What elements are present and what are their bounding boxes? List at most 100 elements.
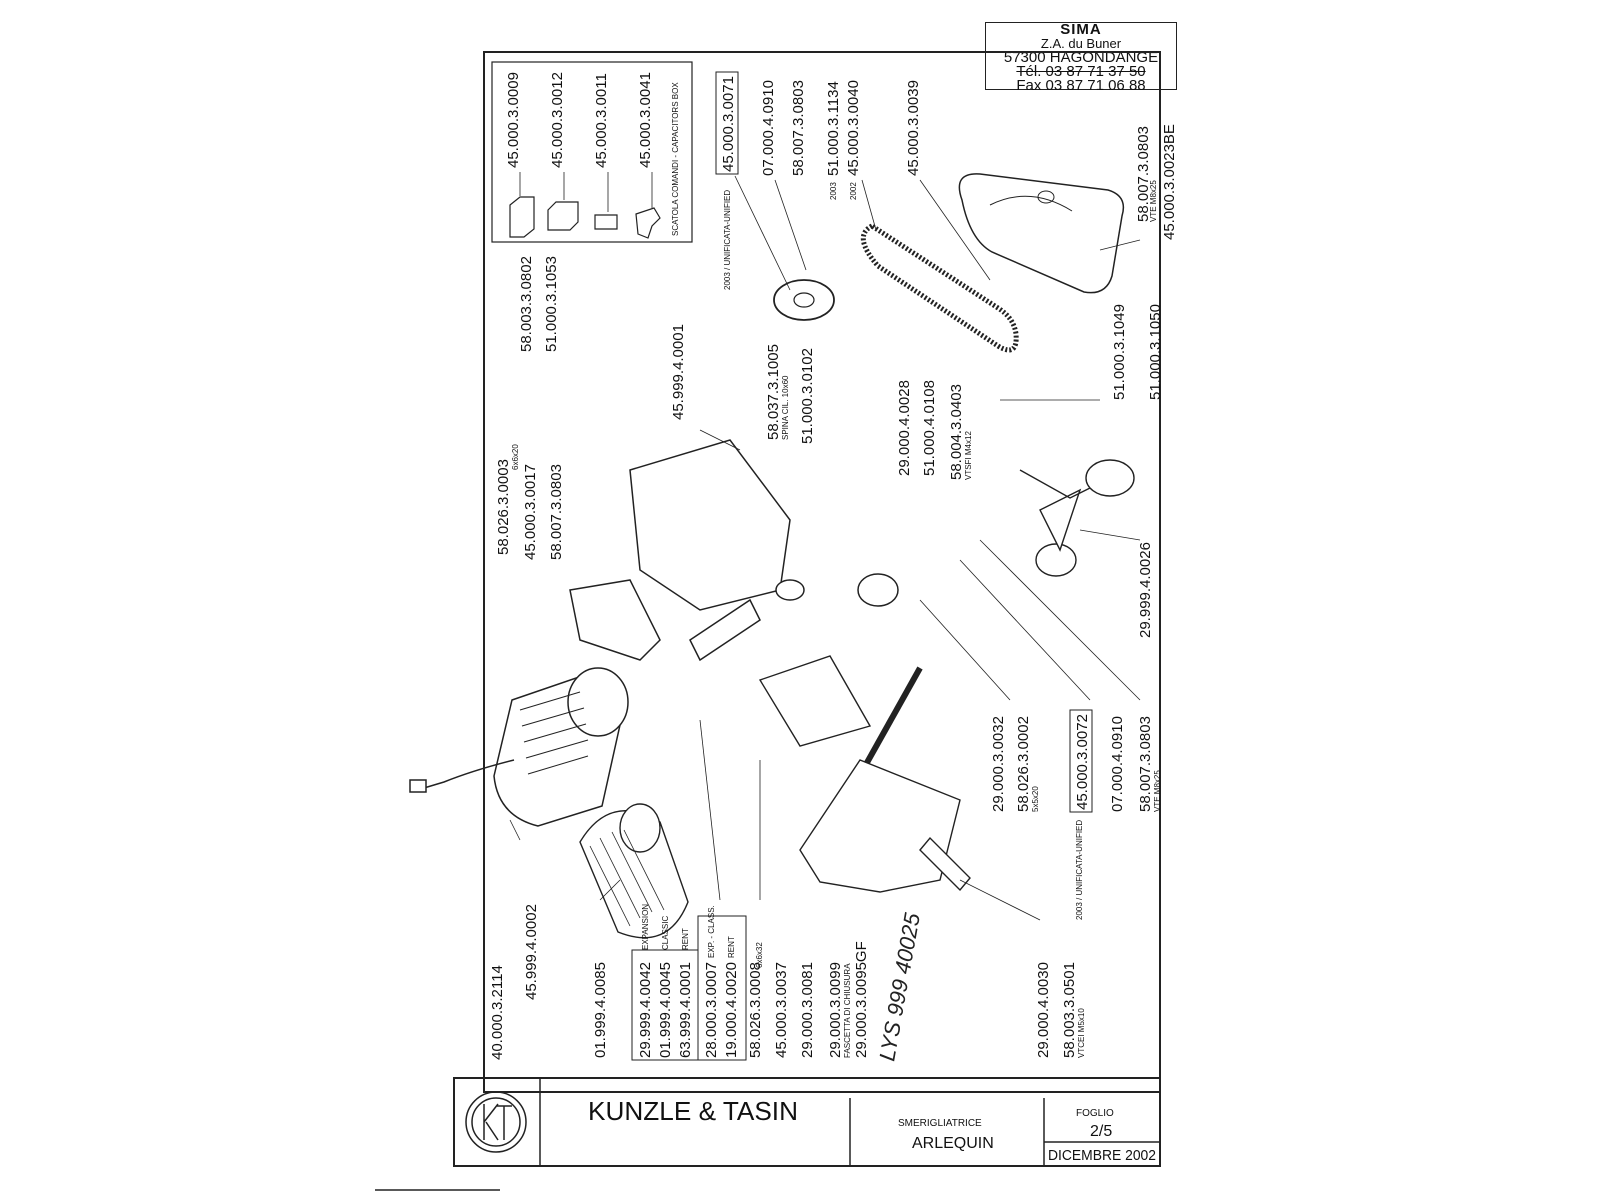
label-58.003.3.0802: 58.003.3.0802 [518, 256, 535, 352]
note-vtsfi: VTSFI M4x12 [964, 431, 973, 480]
label-07.000.4.0910-right: 07.000.4.0910 [1109, 716, 1126, 812]
label-01.999.4.0085: 01.999.4.0085 [592, 962, 609, 1058]
table-frame-body [799, 759, 961, 893]
note-6x6x32: 6x6x32 [755, 942, 764, 968]
stamp-line1: Z.A. du Buner [1040, 36, 1122, 51]
capacitors-box-parts [509, 196, 661, 239]
tension-wheel-bottom [1035, 543, 1077, 577]
capacitor-part-3 [594, 214, 618, 230]
label-45.000.3.0037: 45.000.3.0037 [773, 962, 790, 1058]
label-58.007.3.0803-right: 58.007.3.0803 [1135, 126, 1152, 222]
motor-fins [519, 691, 589, 775]
motor-plug [409, 779, 427, 793]
leader-12 [509, 819, 521, 841]
year-2003: 2003 [829, 182, 838, 200]
cap-part-4: 45.000.3.0041 [637, 72, 654, 168]
label-58.026.3.0008: 58.026.3.0008 [747, 962, 764, 1058]
leader-14 [699, 719, 721, 901]
cap-part-3: 45.000.3.0011 [593, 73, 610, 168]
label-45.999.4.0001: 45.999.4.0001 [670, 324, 687, 420]
stamp-line3: Tél. 03 87 71 37 50 [1016, 63, 1146, 80]
leader-11 [979, 539, 1141, 701]
leader-10 [959, 559, 1091, 701]
note-classic: CLASSIC [661, 916, 670, 950]
stamp-name: SIMA [1060, 21, 1102, 38]
capacitor-leader-lines [519, 172, 653, 212]
cap-part-2: 45.000.3.0012 [549, 72, 566, 168]
title-company: KUNZLE & TASIN [588, 1096, 798, 1126]
label-40.000.3.2114: 40.000.3.2114 [489, 965, 506, 1060]
label-45.000.3.0039: 45.000.3.0039 [905, 80, 922, 176]
label-29.999.4.0042: 29.999.4.0042 [637, 962, 654, 1058]
drive-pulley [773, 279, 835, 321]
title-machine-name: ARLEQUIN [912, 1135, 994, 1152]
capacitor-part-2 [547, 201, 579, 231]
logo-monogram [483, 1103, 512, 1141]
label-58.007.3.0803-mid: 58.007.3.0803 [548, 464, 565, 560]
logo-inner-circle [471, 1097, 521, 1147]
leader-1 [734, 175, 791, 291]
label-28.000.3.0007: 28.000.3.0007 [703, 962, 720, 1058]
label-51.000.3.1134: 51.000.3.1134 [825, 81, 842, 176]
leader-3 [861, 179, 877, 231]
label-51.000.3.1050: 51.000.3.1050 [1147, 304, 1164, 400]
label-45.000.3.0071: 45.000.3.0071 [720, 76, 737, 172]
note-6x6x20: 6x6x20 [511, 444, 520, 470]
label-29.000.4.0028: 29.000.4.0028 [896, 380, 913, 476]
title-date: DICEMBRE 2002 [1048, 1147, 1156, 1164]
note-rent-c5: RENT [727, 936, 736, 958]
title-block-frame [453, 1077, 1161, 1167]
frame-tensioner [689, 598, 761, 662]
label-29.999.4.0026: 29.999.4.0026 [1137, 542, 1154, 638]
label-58.007.3.0803-lower: 58.007.3.0803 [1137, 716, 1154, 812]
note-vte-m8x25-top: VTE M8x25 [1149, 180, 1158, 222]
label-58.037.3.1005: 58.037.3.1005 [765, 344, 782, 440]
company-logo [465, 1091, 527, 1153]
drum-body [579, 810, 689, 939]
label-45.000.3.0023BE: 45.000.3.0023BE [1161, 124, 1178, 240]
drive-belt [860, 223, 1019, 353]
stamp-line4: Fax 03 87 71 06 88 [1016, 77, 1146, 94]
label-58.003.3.0501: 58.003.3.0501 [1061, 962, 1078, 1058]
frame-side-plate [569, 579, 661, 661]
label-45.000.3.0017: 45.000.3.0017 [522, 464, 539, 560]
title-sheet-label: FOGLIO [1076, 1108, 1114, 1119]
year-2002: 2002 [849, 182, 858, 200]
label-51.000.3.0102: 51.000.3.0102 [799, 348, 816, 444]
label-45.000.3.0072: 45.000.3.0072 [1074, 714, 1091, 810]
box-variants-c5 [697, 915, 747, 1061]
label-19.000.4.0020: 19.000.4.0020 [723, 962, 740, 1058]
label-07.000.4.0910-top: 07.000.4.0910 [760, 80, 777, 176]
note-vtcei: VTCEI M5x10 [1077, 1008, 1086, 1058]
tension-arm [1019, 469, 1091, 552]
logo-outer-circle [465, 1091, 527, 1153]
tension-wheel-top [1085, 459, 1135, 497]
label-58.026.3.0003: 58.026.3.0003 [495, 459, 512, 555]
label-58.026.3.0002: 58.026.3.0002 [1015, 716, 1032, 812]
note-spina: SPINA CIL. 10x60 [781, 375, 790, 440]
frame-plate [629, 439, 791, 611]
capacitor-part-4 [635, 207, 661, 239]
label-51.000.4.0108: 51.000.4.0108 [921, 380, 938, 476]
leader-13 [599, 879, 621, 901]
table-bar [919, 836, 971, 892]
label-01.999.4.0045: 01.999.4.0045 [657, 962, 674, 1058]
title-machine-type: SMERIGLIATRICE [898, 1118, 982, 1129]
label-29.000.3.0081: 29.000.3.0081 [799, 962, 816, 1058]
frame-bearing [775, 579, 805, 601]
leader-5 [1099, 239, 1141, 251]
drive-pulley-hub [793, 292, 815, 308]
note-exp-class: EXP. - CLASS. [707, 905, 716, 958]
label-58.004.3.0403: 58.004.3.0403 [948, 384, 965, 480]
dealer-stamp: SIMA Z.A. du Buner 57300 HAGONDANGE Tél.… [985, 21, 1177, 94]
label-51.000.3.1049: 51.000.3.1049 [1111, 304, 1128, 400]
grinding-drum [579, 803, 689, 939]
handwritten-reference: LYS 999 40025 [874, 910, 925, 1062]
leader-4 [919, 179, 991, 281]
label-29.000.3.0032: 29.000.3.0032 [990, 716, 1007, 812]
leader-9 [919, 599, 1011, 701]
cap-part-1: 45.000.3.0009 [505, 72, 522, 168]
electric-motor [409, 667, 629, 827]
title-sheet-number: 2/5 [1090, 1123, 1112, 1140]
